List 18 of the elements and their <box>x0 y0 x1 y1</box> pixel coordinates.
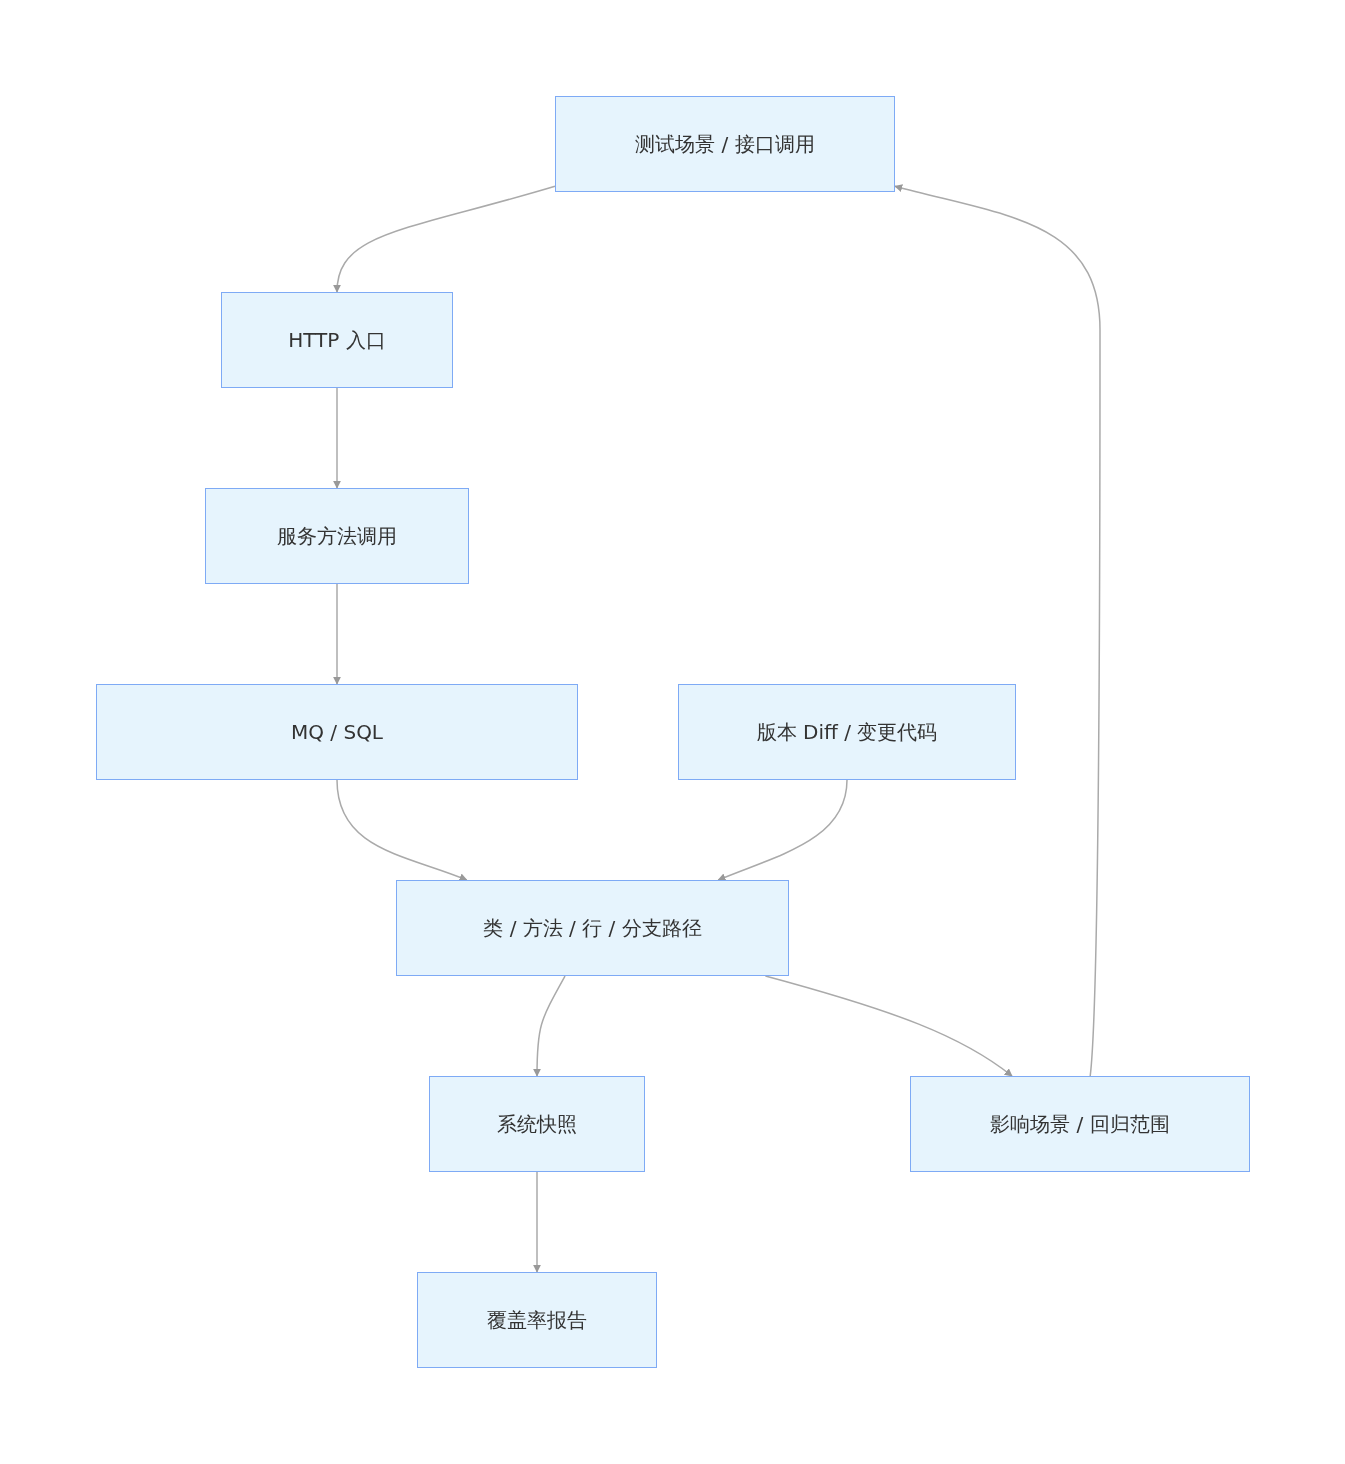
arrow <box>336 779 468 882</box>
arrow <box>333 185 556 293</box>
arrow <box>764 975 1013 1077</box>
process-box: 版本 Diff / 变更代码 <box>678 684 1016 780</box>
process-box: 服务方法调用 <box>205 488 469 584</box>
arrow <box>333 583 341 685</box>
process-box: HTTP 入口 <box>221 292 453 388</box>
process-box: MQ / SQL <box>96 684 578 780</box>
arrow <box>333 387 341 489</box>
process-box: 覆盖率报告 <box>417 1272 657 1368</box>
process-box: 类 / 方法 / 行 / 分支路径 <box>396 880 789 976</box>
process-box: 影响场景 / 回归范围 <box>910 1076 1250 1172</box>
arrow <box>533 1171 541 1273</box>
arrow <box>894 184 1101 1077</box>
arrow <box>717 779 848 882</box>
arrow <box>533 975 566 1077</box>
process-box: 系统快照 <box>429 1076 645 1172</box>
process-box: 测试场景 / 接口调用 <box>555 96 895 192</box>
